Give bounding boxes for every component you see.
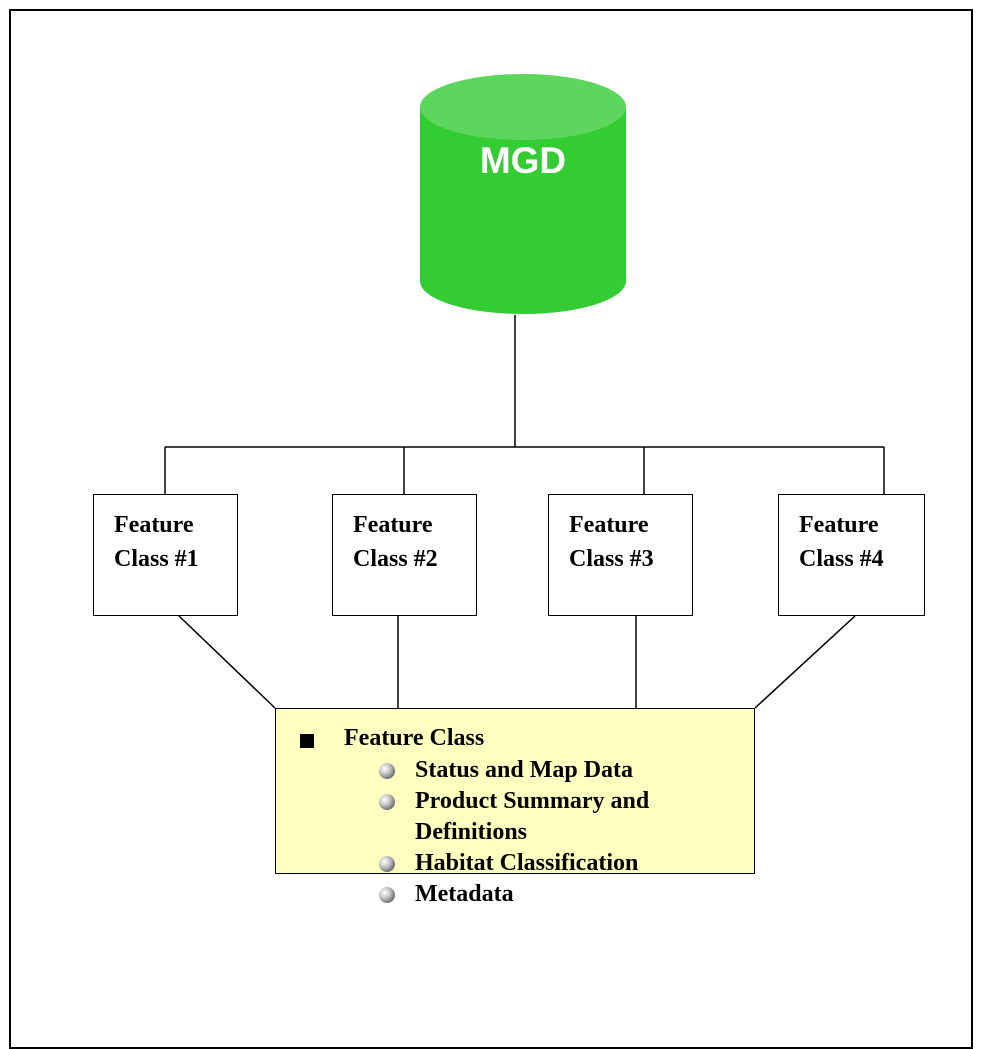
- feature-class-4-line2: Class #4: [799, 546, 884, 572]
- link-1: [178, 615, 276, 709]
- list-item-label: Habitat Classification: [415, 850, 639, 876]
- feature-class-4-line1: Feature: [799, 512, 879, 538]
- feature-class-box-1: Feature Class #1: [93, 494, 238, 616]
- sphere-bullet-icon: [379, 763, 395, 779]
- detail-list: Status and Map Data Product Summary and …: [379, 755, 749, 910]
- list-item: Product Summary and Definitions: [379, 786, 749, 848]
- feature-class-box-4: Feature Class #4: [778, 494, 925, 616]
- feature-class-3-line2: Class #3: [569, 546, 654, 572]
- feature-class-box-3: Feature Class #3: [548, 494, 693, 616]
- list-item: Status and Map Data: [379, 755, 749, 786]
- list-item: Metadata: [379, 879, 749, 910]
- sphere-bullet-icon: [379, 856, 395, 872]
- database-label: MGD: [479, 140, 567, 181]
- feature-class-1-line1: Feature: [114, 512, 194, 538]
- database-cylinder: [420, 74, 626, 314]
- square-bullet-icon: [300, 734, 314, 748]
- feature-class-box-2: Feature Class #2: [332, 494, 477, 616]
- list-item-label: Product Summary and Definitions: [415, 788, 650, 845]
- list-item-label: Status and Map Data: [415, 757, 634, 783]
- sphere-bullet-icon: [379, 887, 395, 903]
- detail-title: Feature Class: [344, 725, 485, 751]
- list-item: Habitat Classification: [379, 848, 749, 879]
- list-item-label: Metadata: [415, 881, 514, 907]
- feature-class-3-line1: Feature: [569, 512, 649, 538]
- link-4: [754, 615, 856, 709]
- feature-class-2-line2: Class #2: [353, 546, 438, 572]
- feature-class-2-line1: Feature: [353, 512, 433, 538]
- sphere-bullet-icon: [379, 794, 395, 810]
- feature-class-detail-box: Feature Class Status and Map Data Produc…: [275, 708, 755, 907]
- feature-class-1-line2: Class #1: [114, 546, 199, 572]
